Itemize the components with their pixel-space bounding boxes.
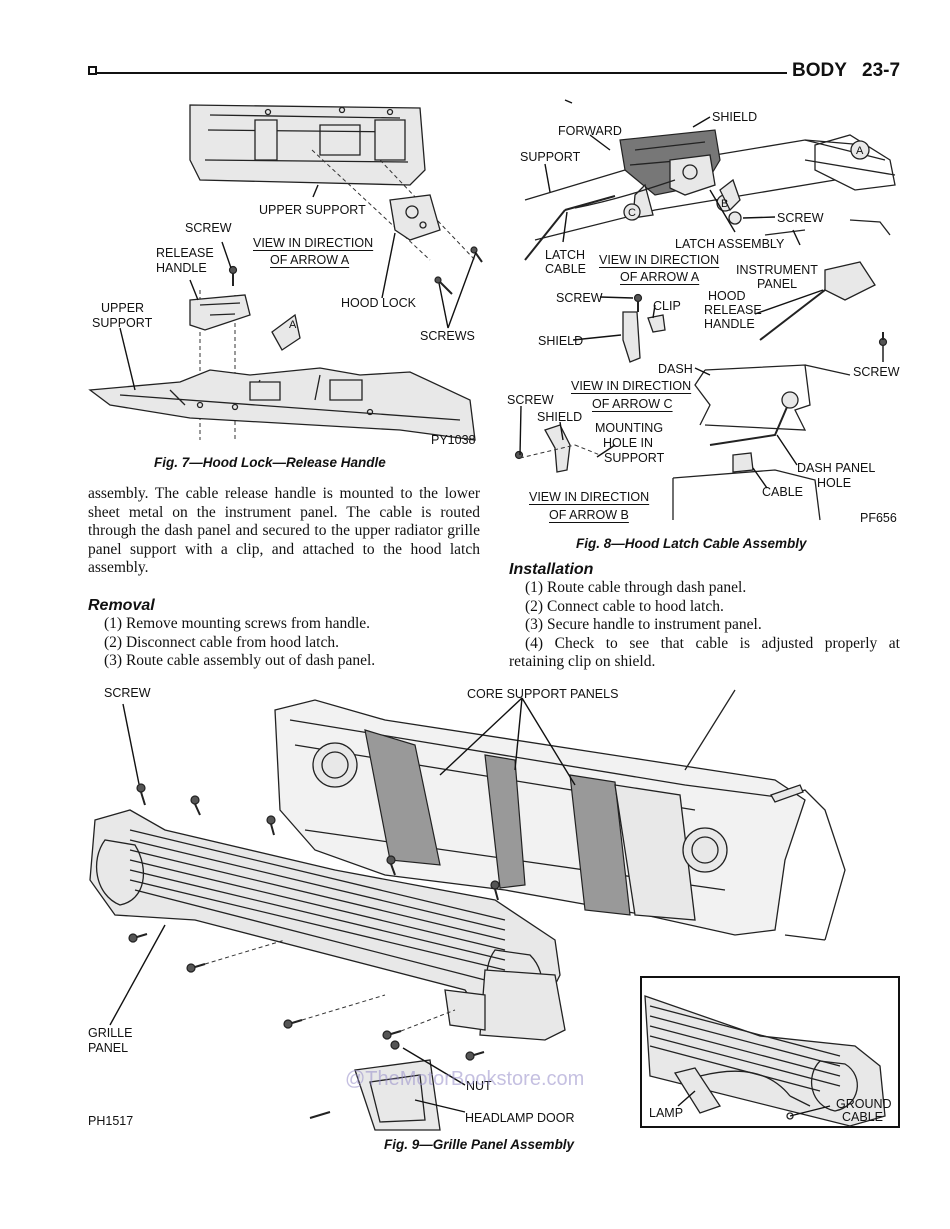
removal-step: (2) Disconnect cable from hood latch. bbox=[104, 633, 339, 651]
fig9-label-screw: SCREW bbox=[104, 686, 151, 700]
installation-step: (2) Connect cable to hood latch. bbox=[525, 597, 724, 615]
fig8-label-screw-far-right: SCREW bbox=[853, 365, 900, 379]
fig9-label-ground-1: GROUND bbox=[836, 1097, 892, 1111]
fig9-label-core-support: CORE SUPPORT PANELS bbox=[467, 687, 619, 701]
fig7-label-upper-1: UPPER bbox=[101, 301, 145, 315]
fig8-arrow-b-letter: B bbox=[721, 198, 729, 210]
fig8-arrow-a-letter: A bbox=[856, 145, 864, 157]
intro-paragraph: assembly. The cable release handle is mo… bbox=[88, 485, 480, 577]
fig7-label-screw: SCREW bbox=[185, 221, 232, 235]
fig8-label-screw-left: SCREW bbox=[507, 393, 554, 407]
watermark: @TheMotorBookstore.com bbox=[345, 1068, 585, 1090]
fig8-label-shield-mid: SHIELD bbox=[538, 334, 584, 348]
fig9-inset-illustration bbox=[640, 976, 900, 1128]
installation-step: (3) Secure handle to instrument panel. bbox=[525, 616, 762, 634]
removal-step: (1) Remove mounting screws from handle. bbox=[104, 615, 371, 632]
fig8-label-shield-top: SHIELD bbox=[712, 110, 758, 124]
fig8-label-mounting-1: MOUNTING bbox=[595, 421, 664, 435]
fig8-label-dash: DASH bbox=[658, 362, 693, 376]
fig8-label-of-arrow-a: OF ARROW A bbox=[620, 270, 700, 284]
header-marker bbox=[88, 66, 97, 75]
fig9-label-grille-2: PANEL bbox=[88, 1041, 129, 1055]
fig7-illustration bbox=[90, 100, 490, 450]
installation-steps: (1) Route cable through dash panel. (2) … bbox=[525, 579, 900, 653]
fig8-arrow-c-letter: C bbox=[628, 207, 636, 219]
fig8-label-support: SUPPORT bbox=[520, 150, 581, 164]
fig8-label-dash-panel-1: DASH PANEL bbox=[797, 461, 876, 475]
installation-heading: Installation bbox=[509, 561, 594, 578]
installation-tail: retaining clip on shield. bbox=[509, 653, 656, 670]
removal-heading: Removal bbox=[88, 597, 155, 614]
fig9-code: PH1517 bbox=[88, 1114, 134, 1128]
fig9-label-grille-1: GRILLE bbox=[88, 1026, 133, 1040]
fig8-label-cable: CABLE bbox=[762, 485, 803, 499]
fig8-label-mounting-3: SUPPORT bbox=[604, 451, 665, 465]
fig8-label-latch-assembly: LATCH ASSEMBLY bbox=[675, 237, 785, 251]
fig8-label-latch-2: CABLE bbox=[545, 262, 586, 276]
fig8-label-hood-1: HOOD bbox=[708, 289, 746, 303]
removal-steps: (1) Remove mounting screws from handle. … bbox=[104, 615, 375, 671]
fig8-illustration bbox=[505, 100, 905, 520]
fig8-label-view-direction-c: VIEW IN DIRECTION bbox=[571, 379, 692, 393]
fig8-label-screw-mid: SCREW bbox=[556, 291, 603, 305]
fig7-label-hood-lock: HOOD LOCK bbox=[341, 296, 417, 310]
fig7-caption: Fig. 7—Hood Lock—Release Handle bbox=[154, 455, 386, 470]
fig7-arrow-a-letter: A bbox=[289, 319, 297, 331]
section-title: BODY bbox=[792, 60, 847, 81]
fig8-label-hood-2: RELEASE bbox=[704, 303, 762, 317]
fig8-label-latch-1: LATCH bbox=[545, 248, 586, 262]
fig7-code: PY1038 bbox=[431, 433, 476, 447]
installation-step: (1) Route cable through dash panel. bbox=[525, 579, 747, 596]
fig8-label-view-direction-a: VIEW IN DIRECTION bbox=[599, 253, 720, 267]
fig7-label-screws: SCREWS bbox=[420, 329, 475, 343]
fig9-label-ground-2: CABLE bbox=[842, 1110, 883, 1124]
fig7-label-upper-2: SUPPORT bbox=[92, 316, 153, 330]
fig7-label-upper-support-top: UPPER SUPPORT bbox=[259, 203, 366, 217]
fig7-label-release-1: RELEASE bbox=[156, 246, 214, 260]
fig8-label-forward: FORWARD bbox=[558, 124, 622, 138]
fig8-label-instrument-1: INSTRUMENT bbox=[736, 263, 818, 277]
fig9-label-lamp: LAMP bbox=[649, 1106, 684, 1120]
fig8-label-screw-right: SCREW bbox=[777, 211, 824, 225]
fig8-label-view-direction-b: VIEW IN DIRECTION bbox=[529, 490, 650, 504]
fig8-label-shield-left: SHIELD bbox=[537, 410, 583, 424]
fig8-label-of-arrow-b: OF ARROW B bbox=[549, 508, 629, 522]
removal-step: (3) Route cable assembly out of dash pan… bbox=[104, 652, 376, 670]
fig7-label-release-2: HANDLE bbox=[156, 261, 207, 275]
fig9-label-nut: NUT bbox=[466, 1079, 492, 1093]
fig7-label-of-arrow: OF ARROW A bbox=[270, 253, 350, 267]
header-rule bbox=[97, 72, 787, 74]
page-number: 23-7 bbox=[862, 60, 901, 81]
fig8-label-dash-panel-2: HOLE bbox=[817, 476, 852, 490]
fig7-label-view-direction: VIEW IN DIRECTION bbox=[253, 236, 374, 250]
fig9-label-headlamp-door: HEADLAMP DOOR bbox=[465, 1111, 575, 1125]
fig8-label-of-arrow-c: OF ARROW C bbox=[592, 397, 673, 411]
fig8-label-hood-3: HANDLE bbox=[704, 317, 755, 331]
fig8-label-mounting-2: HOLE IN bbox=[603, 436, 654, 450]
fig8-label-instrument-2: PANEL bbox=[757, 277, 798, 291]
fig8-label-clip: CLIP bbox=[653, 299, 681, 313]
fig8-caption: Fig. 8—Hood Latch Cable Assembly bbox=[576, 536, 807, 551]
fig9-illustration bbox=[85, 690, 905, 1130]
fig8-code: PF656 bbox=[860, 511, 897, 525]
installation-step: (4) Check to see that cable is adjusted … bbox=[525, 634, 900, 652]
fig9-caption: Fig. 9—Grille Panel Assembly bbox=[384, 1137, 575, 1152]
